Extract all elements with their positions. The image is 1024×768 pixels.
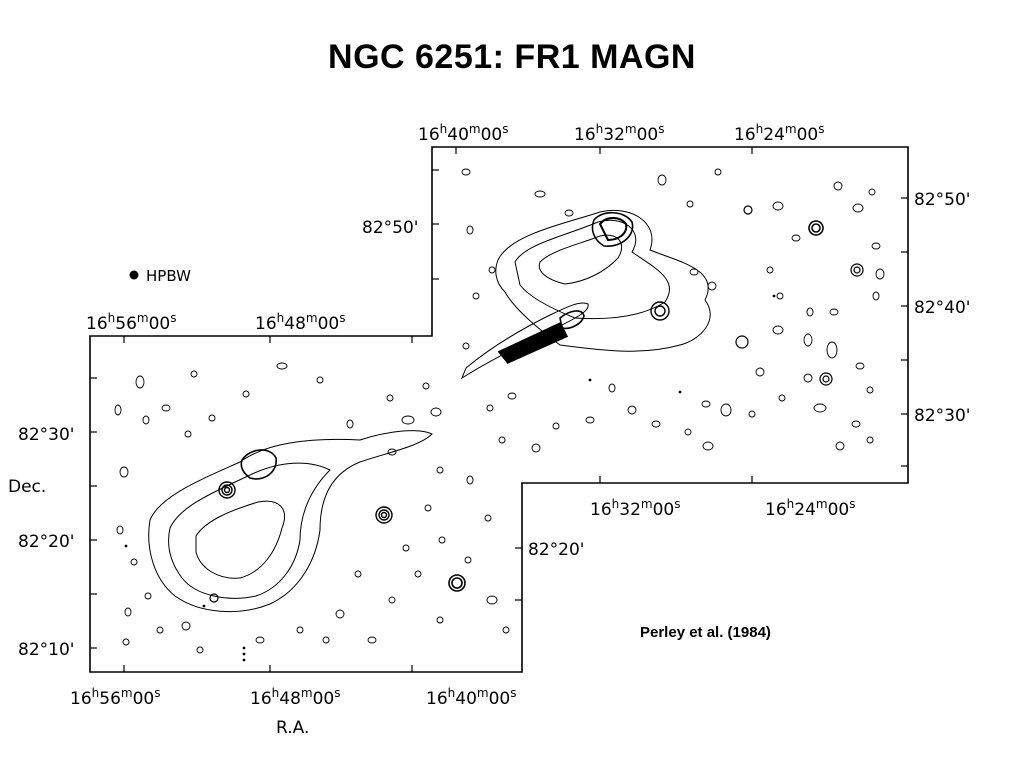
contour-source (209, 593, 219, 603)
contour-source (218, 481, 236, 499)
contour-upper-lobe-mid (514, 219, 671, 320)
dec-label: 82°50' (914, 190, 970, 210)
contour-source (743, 205, 753, 215)
dec-label: 82°50' (362, 218, 418, 238)
dec-label: 82°20' (18, 532, 74, 552)
contour-lower-lobe-inner (195, 500, 285, 579)
ra-label: 16h48m00s (250, 686, 341, 709)
beam-label: HPBW (146, 267, 191, 285)
contour-upper-lobe-outer (495, 210, 711, 352)
ra-label: 16h40m00s (426, 686, 517, 709)
contour-upper-lobe-inner (538, 234, 623, 285)
contour-source (808, 220, 824, 236)
ra-labels-lower-top: 16h56m00s 16h48m00s (86, 311, 346, 334)
contour-hotspot-north (591, 211, 634, 247)
ra-label: 16h32m00s (574, 122, 665, 145)
ra-labels-upper-top: 16h40m00s 16h32m00s 16h24m00s (418, 122, 825, 145)
ra-label: 16h48m00s (255, 311, 346, 334)
noise-contours (114, 168, 885, 654)
dec-label: 82°10' (18, 640, 74, 660)
x-axis-label: R.A. (276, 718, 309, 738)
ra-labels-lower-bottom: 16h56m00s 16h48m00s 16h40m00s (70, 686, 517, 709)
map-frame (89, 146, 909, 673)
tick-marks (90, 147, 908, 672)
dec-labels: 82°50' 82°50' 82°40' 82°30' 82°30' 82°20… (8, 190, 970, 738)
ra-label: 16h24m00s (734, 122, 825, 145)
ra-label: 16h56m00s (86, 311, 177, 334)
ra-label: 16h24m00s (765, 497, 856, 520)
dec-label: 82°20' (528, 540, 584, 560)
contour-jet-knot (559, 310, 585, 330)
citation: Perley et al. (1984) (640, 624, 771, 641)
contour-source (850, 263, 864, 277)
dec-label: 82°40' (914, 298, 970, 318)
beam-dot-icon (129, 270, 139, 280)
slide-title: NGC 6251: FR1 MAGN (328, 38, 696, 76)
contour-lower-lobe-mid (168, 462, 331, 599)
contour-source (735, 335, 749, 349)
dec-label: 82°30' (18, 425, 74, 445)
y-axis-label: Dec. (8, 477, 46, 497)
contour-hotspot-south (240, 449, 277, 480)
ra-label: 16h56m00s (70, 686, 161, 709)
contour-source (448, 574, 466, 592)
contour-hotspot-north-inner (598, 217, 628, 242)
contour-lower-lobe-outer (148, 430, 433, 612)
contour-source (819, 372, 833, 386)
contour-source (650, 301, 670, 321)
contour-dots (124, 294, 776, 662)
contour-jet-core (497, 322, 569, 364)
ra-label: 16h32m00s (590, 497, 681, 520)
contour-lines (114, 168, 885, 662)
contour-source (375, 506, 393, 524)
ra-label: 16h40m00s (418, 122, 509, 145)
dec-label: 82°30' (914, 406, 970, 426)
ra-labels-upper-bottom: 16h32m00s 16h24m00s (590, 497, 856, 520)
